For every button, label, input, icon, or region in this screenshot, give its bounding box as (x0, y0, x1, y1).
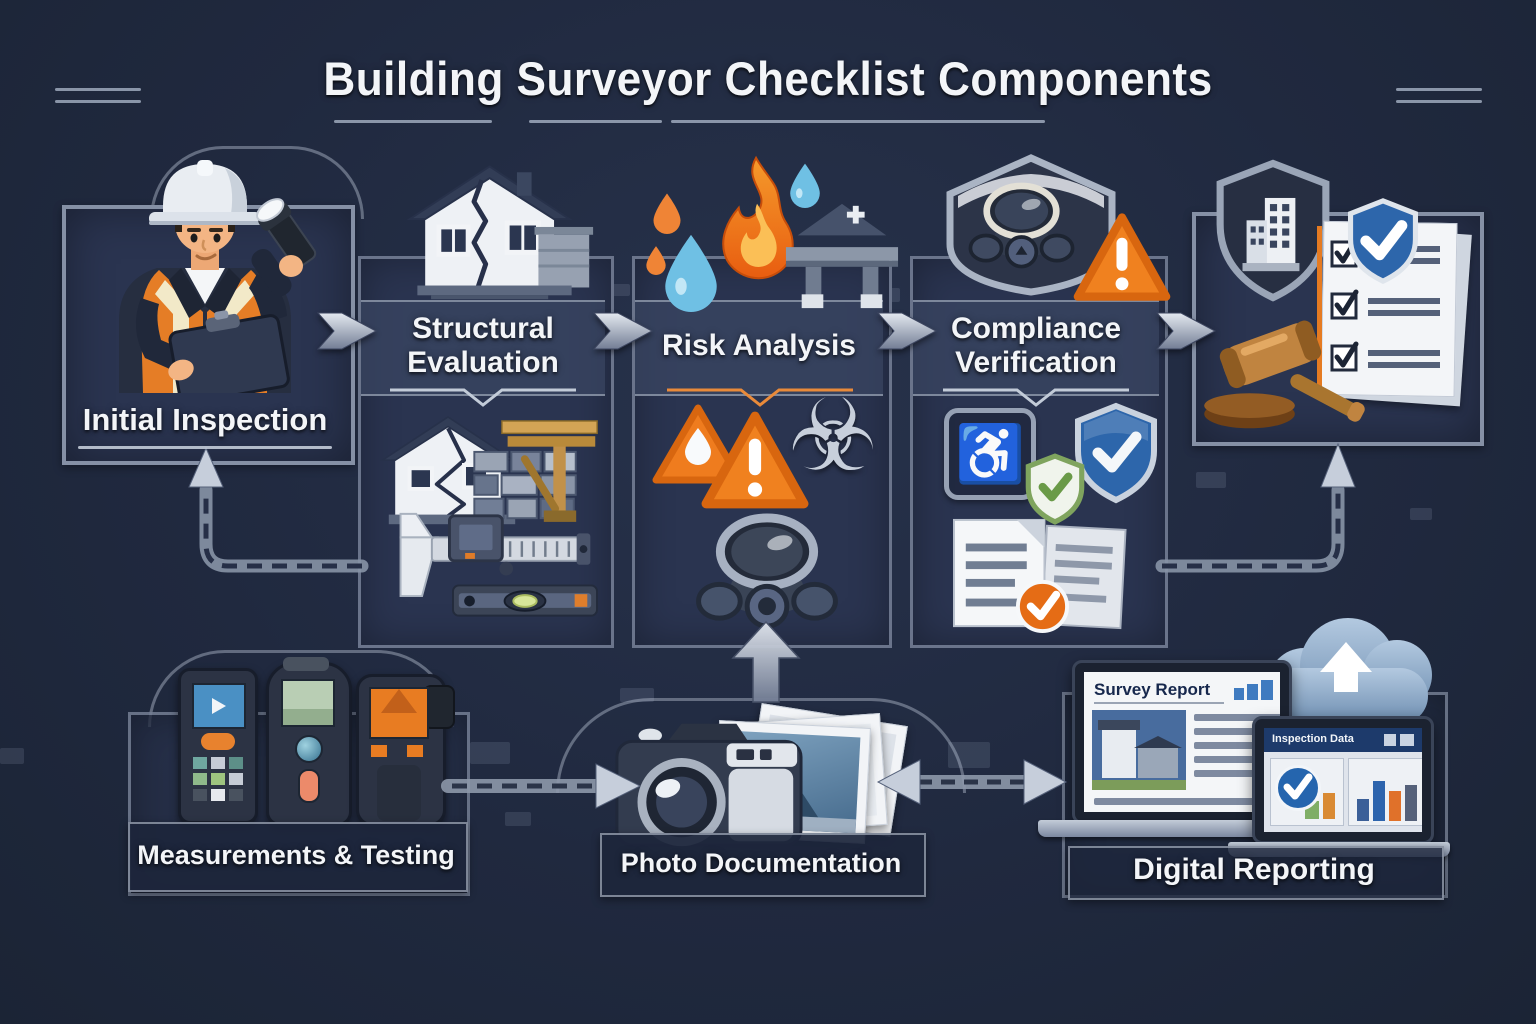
bar-chart-thumbnail (1348, 758, 1422, 826)
accessibility-glyph: ♿ (955, 422, 1025, 485)
page-title: Building Surveyor Checklist Components (323, 51, 1213, 105)
stage-label-initial: Initial Inspection (82, 401, 328, 437)
timber-support-icon (501, 420, 598, 522)
building-porch-icon (785, 203, 899, 309)
water-drop-icon (646, 246, 666, 275)
accessibility-icon: ♿ (944, 408, 1036, 500)
fire-icon (722, 155, 794, 280)
photo-label: Photo Documentation (620, 847, 902, 878)
stage-label-structural: Structural Evaluation (407, 312, 559, 379)
flow-arrow-icon (592, 312, 654, 350)
inspection-data-header: Inspection Data (1264, 728, 1422, 752)
title-flank-line (55, 88, 141, 91)
moisture-meter-icon (266, 657, 352, 826)
cursor-arrow-glyph (212, 698, 226, 714)
upload-arrow-stem (1334, 670, 1358, 692)
laptop-inspection-data: Inspection Data (1252, 716, 1434, 844)
surveyor-illustration (119, 160, 317, 393)
title-flank-line (1396, 100, 1482, 103)
biohazard-icon: ☣ (788, 380, 878, 492)
title-underline (529, 120, 662, 123)
stage-label-compliance: Compliance Verification (950, 312, 1122, 379)
shield-check-badge-icon (1347, 198, 1419, 284)
stage-label-risk: Risk Analysis (662, 329, 856, 363)
feedback-arrow-right (1155, 442, 1356, 573)
thermal-camera-grip (377, 765, 421, 821)
label-bracket (667, 388, 853, 407)
inspection-data-body (1264, 752, 1422, 832)
checklist-accent-bar (1317, 226, 1322, 388)
building-shield-icon (1216, 159, 1330, 302)
stage-label-band (635, 300, 883, 396)
decor-pixel (505, 812, 531, 826)
moisture-meter-screen (281, 679, 335, 727)
decor-pixel (470, 742, 510, 764)
shield-check-blue-icon (1075, 402, 1157, 504)
feedback-arrow-left (188, 446, 369, 573)
stage-label-band (361, 300, 605, 396)
thermal-camera-button (407, 745, 423, 757)
digital-label-bar (1068, 846, 1444, 900)
flow-arrow-icon (876, 312, 938, 350)
thermal-camera-icon (356, 674, 455, 826)
caliper-icon (399, 512, 591, 598)
gas-mask-icon (696, 513, 838, 629)
digital-label: Digital Reporting (1133, 853, 1375, 887)
documents-approved-icon (953, 518, 1127, 634)
survey-report-title: Survey Report (1094, 680, 1211, 699)
flow-arrow-icon (316, 312, 378, 350)
warning-triangle-icon (701, 411, 809, 509)
moisture-meter-button (298, 769, 320, 803)
flow-arrow-icon (1155, 312, 1217, 350)
title-flank-line (55, 100, 141, 103)
camera-icon (615, 723, 803, 847)
decor-pixel (0, 748, 24, 764)
decor-pixel (1196, 472, 1226, 488)
stage-label-band (913, 300, 1159, 396)
measurements-label-bar (128, 822, 468, 892)
upload-arrow-glyph (1320, 642, 1372, 672)
gavel-icon (1204, 320, 1365, 429)
laser-meter-icon (178, 668, 258, 824)
title-underline (334, 120, 492, 123)
thermal-camera-screen (369, 687, 429, 739)
inspection-data-title: Inspection Data (1272, 733, 1354, 745)
measurements-label: Measurements & Testing (137, 839, 455, 870)
gas-mask-shield-icon (946, 154, 1116, 296)
decor-pixel (1410, 508, 1432, 520)
moisture-meter-dial (295, 735, 323, 763)
water-drop-icon (665, 234, 717, 312)
cracked-house-icon (406, 165, 594, 300)
title-underline (671, 120, 1045, 123)
photo-label-bar (600, 833, 926, 897)
water-drop-icon (790, 163, 820, 208)
warning-triangle-icon (1073, 213, 1171, 301)
thermal-camera-button (371, 745, 387, 757)
laser-meter-keypad (193, 757, 243, 801)
laser-meter-button (201, 733, 235, 750)
warning-triangle-icon (652, 404, 744, 484)
shield-check-green-icon (1025, 453, 1085, 525)
label-bracket (943, 388, 1129, 407)
laser-meter-screen (192, 683, 246, 729)
label-bracket (390, 388, 576, 407)
initial-label-underline (78, 446, 332, 449)
water-drop-icon (653, 193, 681, 234)
moisture-meter-cap (283, 657, 329, 671)
spirit-level-icon (452, 584, 598, 617)
report-house-image (1092, 710, 1186, 790)
title-flank-line (1396, 88, 1482, 91)
